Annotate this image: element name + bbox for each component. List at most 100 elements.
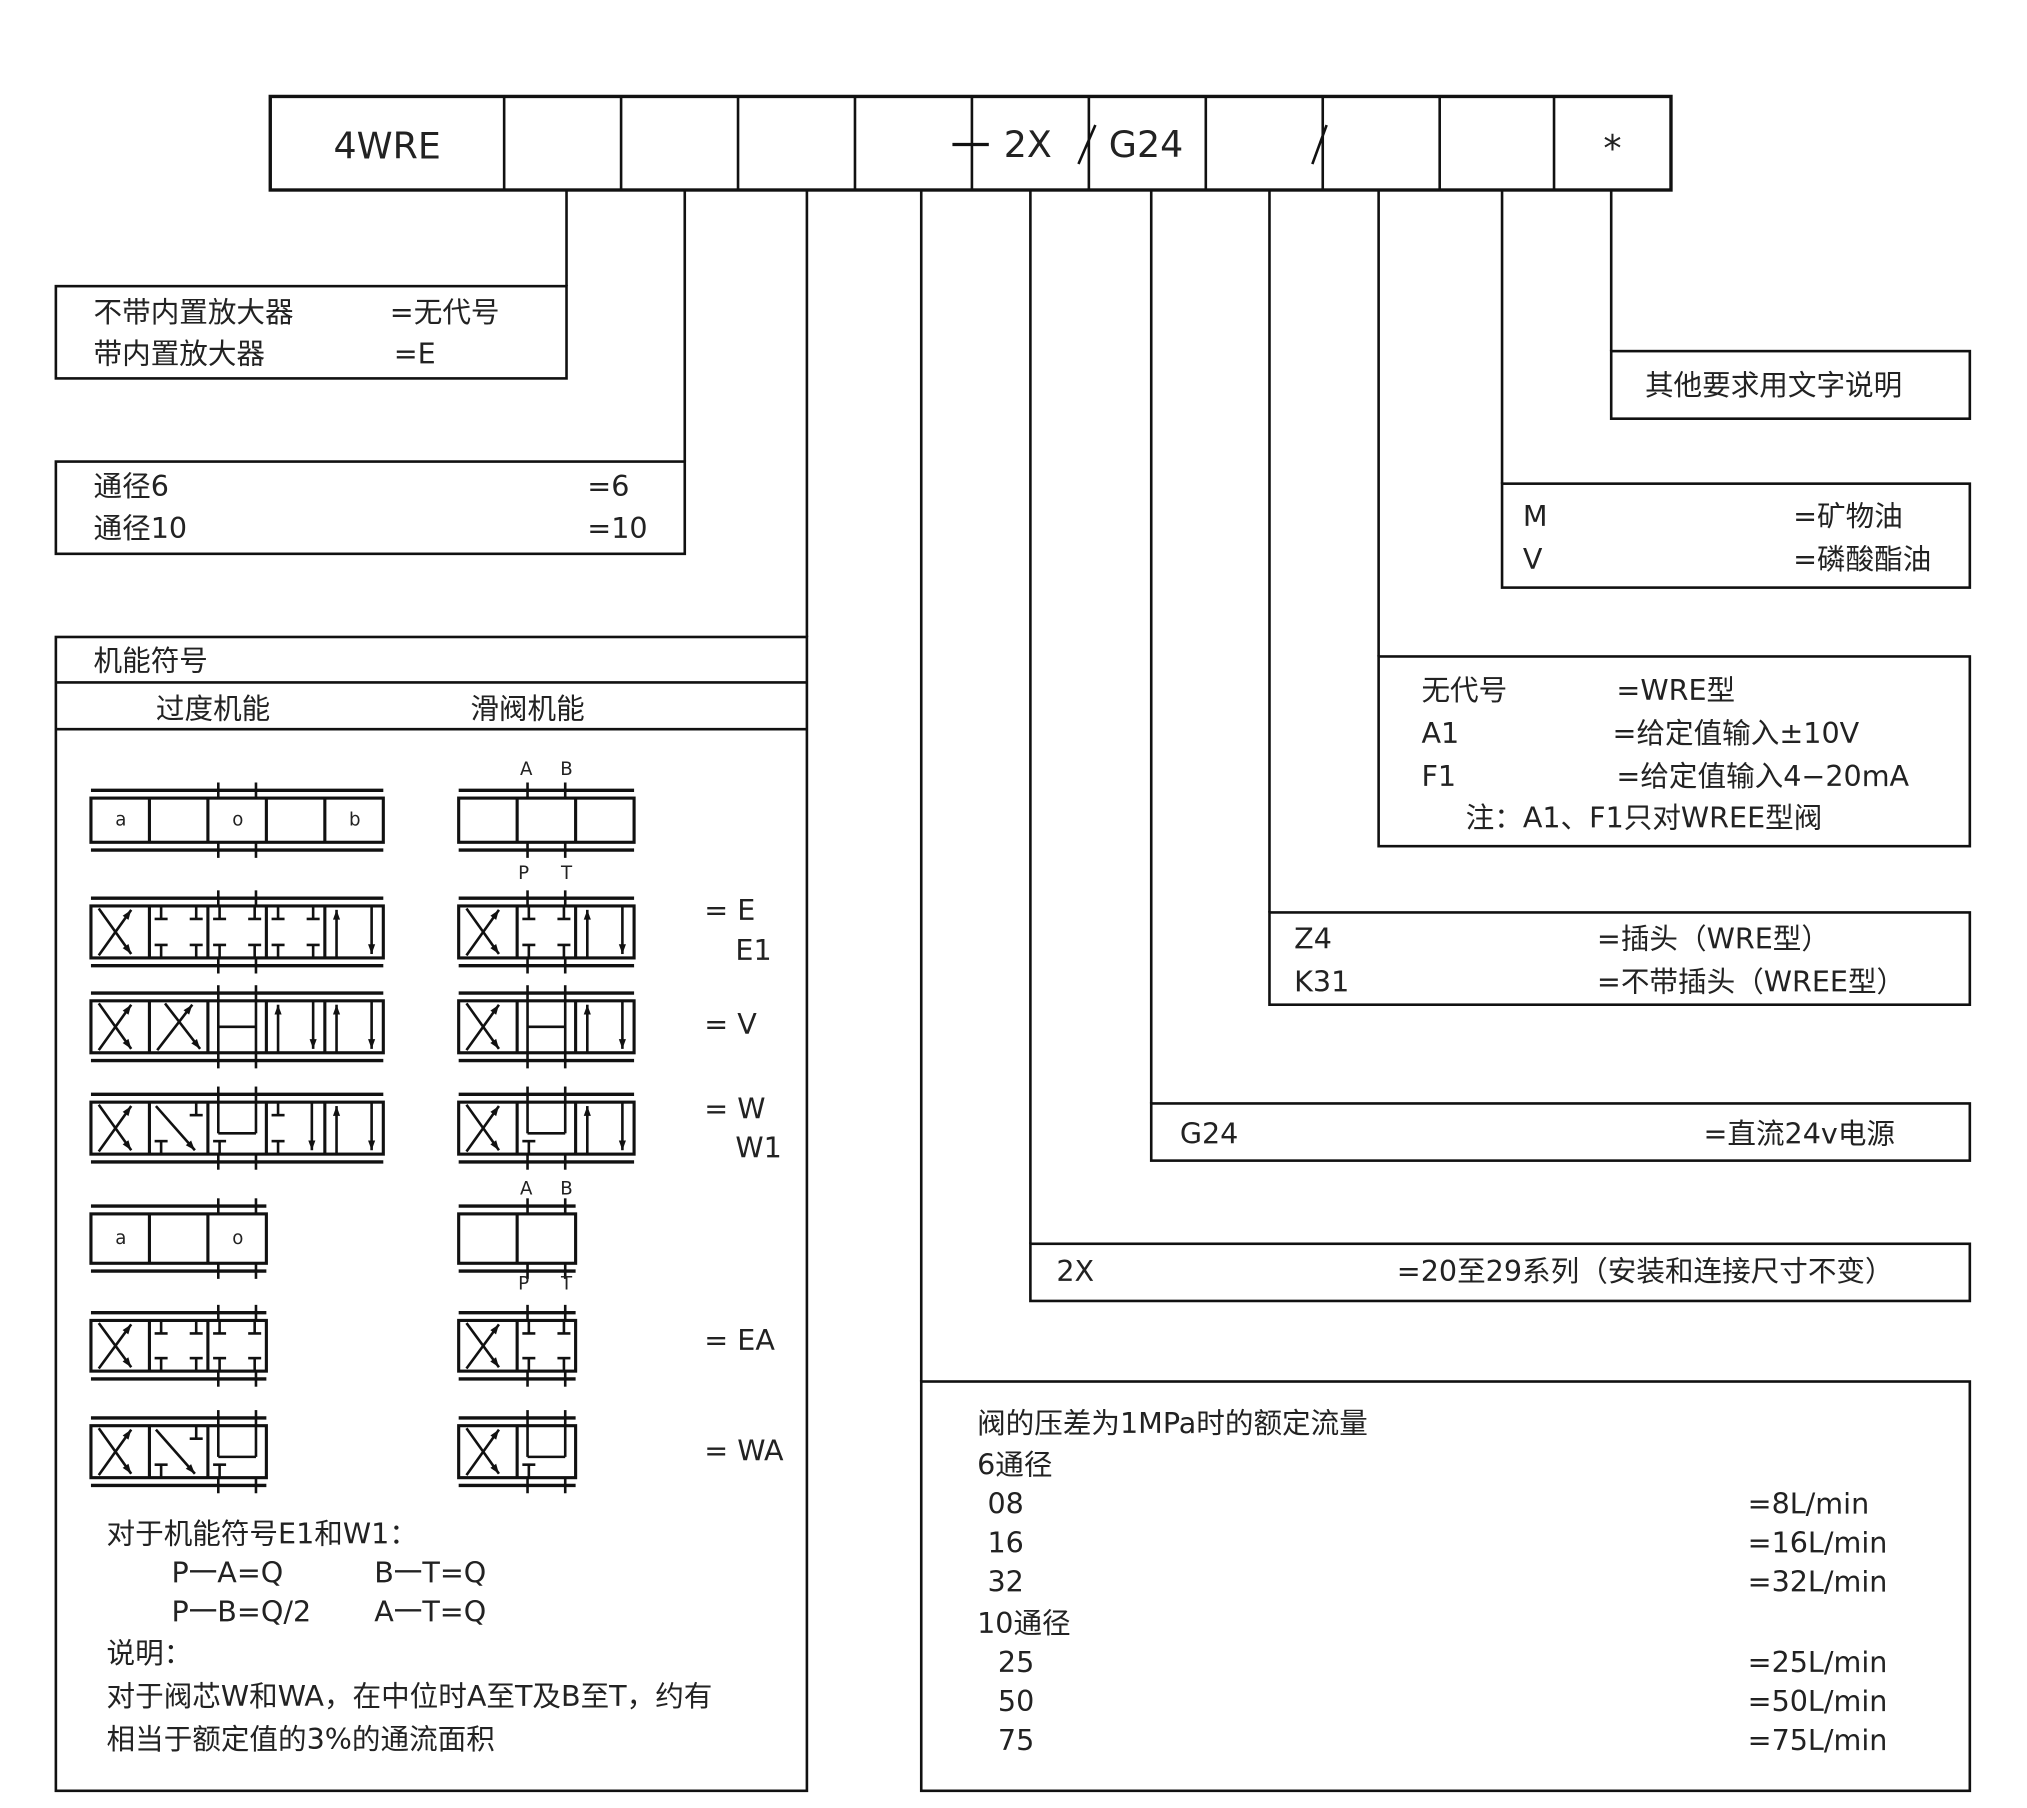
code-e1: E1 (735, 933, 771, 967)
label: 通径10 (94, 511, 188, 545)
function-title: 机能符号 (94, 643, 208, 677)
position-a: a (115, 1228, 126, 1249)
code: =E (394, 337, 436, 371)
leader-lines (565, 190, 1613, 1382)
position-a: a (115, 810, 126, 831)
flow-value: =25L/min (1748, 1645, 1888, 1679)
size6-label: 6通径 (977, 1448, 1052, 1482)
port-a: A (520, 1179, 533, 1200)
transition-symbol-ea (89, 1304, 268, 1387)
symbol-frame (89, 1212, 268, 1265)
position-o: o (232, 1228, 243, 1249)
label: V (1523, 542, 1543, 576)
symbol-line (154, 1428, 196, 1475)
flow-code: 50 (998, 1684, 1034, 1718)
code: =20至29系列（安装和连接尺寸不变） (1397, 1254, 1894, 1288)
transition-symbol-e (89, 890, 385, 974)
transition-symbol-base-a (89, 1198, 268, 1279)
label: Z4 (1294, 921, 1332, 955)
code-e: = E (704, 893, 755, 927)
note: 注：A1、F1只对WREE型阀 (1466, 801, 1823, 835)
spool-symbol-e (457, 890, 636, 974)
arrow-head (490, 1324, 499, 1335)
note-line: B一T=Q (374, 1556, 486, 1590)
function-symbol-box: 机能符号 过度机能 滑阀机能 a o b a o A B P T A B P T… (54, 635, 809, 1793)
arrow-head (490, 1140, 499, 1151)
symbol-frame (457, 904, 636, 960)
position-b: b (349, 810, 361, 831)
position-o: o (232, 810, 243, 831)
valve-symbols (89, 782, 636, 1494)
arrow-head (122, 1324, 132, 1335)
port-a: A (520, 759, 533, 780)
port-t: T (560, 1274, 573, 1295)
arrow-head (308, 1140, 316, 1151)
arrow-head (122, 1357, 132, 1368)
spool-symbol-w (457, 1086, 636, 1170)
flow-value: =50L/min (1748, 1684, 1888, 1718)
code-ea: = EA (704, 1323, 775, 1357)
code-wa: = WA (704, 1433, 784, 1467)
port-t: T (560, 863, 573, 884)
fluid-box: M =矿物油 V =磷酸酯油 (1500, 482, 1972, 589)
arrow-head (122, 1004, 132, 1015)
code: =给定值输入±10V (1613, 716, 1860, 750)
symbol-frame (457, 999, 636, 1055)
flow-code: 16 (988, 1526, 1024, 1560)
amplifier-box: 不带内置放大器 =无代号 带内置放大器 =E (54, 284, 568, 380)
transition-symbol-w (89, 1086, 385, 1170)
transition-symbol-v (89, 985, 385, 1069)
arrow-head (583, 1106, 591, 1116)
arrow-head (368, 1140, 376, 1151)
symbol-frame (89, 1318, 268, 1373)
flow-value: =75L/min (1748, 1723, 1888, 1757)
arrow-head (490, 1106, 499, 1117)
arrow-head (185, 1464, 195, 1474)
label: 通径6 (94, 469, 169, 503)
code: =给定值输入4−20mA (1616, 759, 1909, 793)
power-box: G24 =直流24v电源 (1149, 1102, 1972, 1162)
flow-box: 阀的压差为1MPa时的额定流量 6通径 08 =8L/min 16 =16L/m… (919, 1380, 1972, 1793)
arrow-head (183, 1004, 193, 1015)
symbol-line (154, 1105, 196, 1152)
arrow-head (490, 1463, 499, 1474)
series-box: 2X =20至29系列（安装和连接尺寸不变） (1029, 1242, 1972, 1303)
spool-symbol-v (457, 985, 636, 1069)
arrow-head (122, 909, 132, 920)
transition-header: 过度机能 (156, 691, 270, 725)
symbol-frame (457, 1100, 636, 1156)
size-box: 通径6 =6 通径10 =10 (54, 460, 687, 556)
arrow-head (122, 944, 132, 955)
connector-box: Z4 =插头（WRE型） K31 =不带插头（WREE型） (1268, 911, 1972, 1006)
symbol-frame (89, 1424, 268, 1480)
symbol-frame (457, 796, 636, 844)
port-b: B (560, 759, 572, 780)
arrow-head (490, 1038, 499, 1049)
transition-symbol-wa (89, 1410, 268, 1494)
arrow-head (122, 1106, 132, 1117)
label: M (1523, 499, 1548, 533)
arrow-head (122, 1463, 132, 1474)
code-w1: W1 (735, 1131, 781, 1165)
arrow-head (618, 1039, 626, 1049)
arrow-head (490, 1357, 499, 1368)
symbol-frame (89, 796, 385, 844)
flow-title: 阀的压差为1MPa时的额定流量 (977, 1406, 1368, 1440)
explain-title: 说明： (107, 1636, 193, 1670)
other-requirements-box: 其他要求用文字说明 (1609, 349, 1972, 420)
spool-header: 滑阀机能 (470, 691, 584, 725)
code-header: 4WRE 2X G24 * (268, 94, 1673, 192)
spool-symbol-base (457, 782, 636, 858)
label: G24 (1180, 1116, 1239, 1150)
port-b: B (560, 1179, 572, 1200)
arrow-head (368, 1039, 376, 1049)
note-line: A一T=Q (374, 1595, 486, 1629)
label: 带内置放大器 (94, 337, 265, 371)
arrow-head (490, 944, 499, 955)
arrow-head (490, 1429, 499, 1440)
flow-value: =16L/min (1748, 1526, 1888, 1560)
code: =不带插头（WREE型） (1597, 964, 1905, 998)
symbol-frame (89, 999, 385, 1055)
symbol-frame (89, 904, 385, 960)
code: =直流24v电源 (1703, 1116, 1895, 1150)
